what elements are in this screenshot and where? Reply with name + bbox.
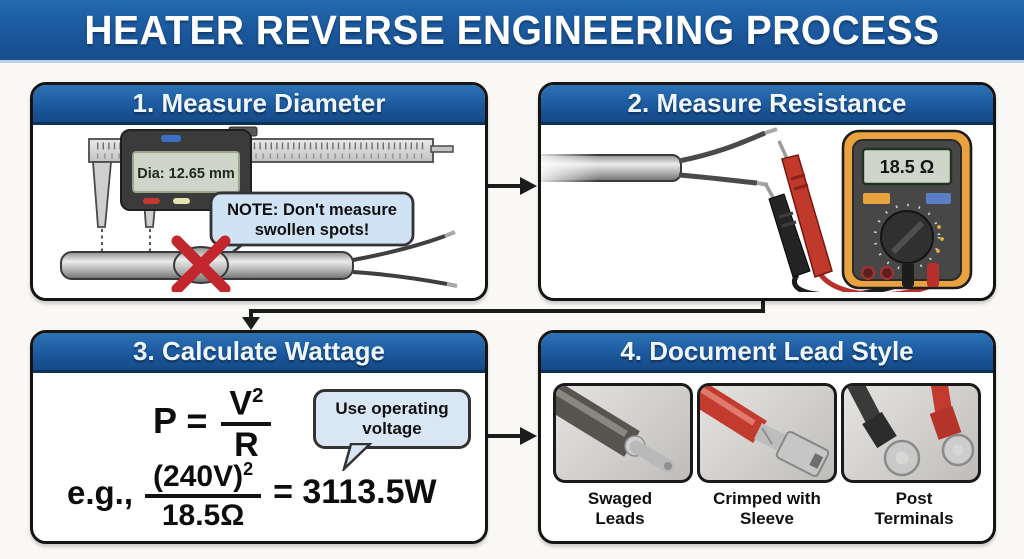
formula-denominator: R [234, 426, 259, 465]
black-test-probe [763, 182, 811, 278]
panel-1-header: 1. Measure Diameter [33, 85, 485, 125]
example-denominator: 18.5Ω [161, 499, 245, 532]
meter-jack [860, 265, 876, 281]
panel-2-header: 2. Measure Resistance [541, 85, 993, 125]
post-terminals-photo [841, 383, 981, 483]
meter-orange-button [863, 193, 890, 204]
panel-measure-diameter: 1. Measure Diameter [30, 82, 488, 301]
example-calculation: e.g., (240V)2 18.5Ω = 3113.5W [67, 454, 437, 531]
resistance-test-illustration: 18.5 Ω [541, 127, 973, 298]
meter-jack [879, 265, 895, 281]
panel-4-header: 4. Document Lead Style [541, 333, 993, 373]
note-tail [342, 443, 372, 471]
note-line-1: NOTE: Don't measure [227, 201, 397, 219]
meter-rotary-dial [873, 203, 944, 271]
label-line: Leads [595, 509, 645, 528]
caliper-display: Dia: 12.65 mm [120, 126, 271, 225]
formula-numerator: V [229, 384, 253, 423]
swaged-lead-illustration [556, 386, 675, 473]
crimped-sleeve-photo [697, 383, 837, 483]
crimped-sleeve-illustration [700, 386, 830, 477]
multimeter-display: 18.5 Ω [880, 157, 934, 177]
label-line: Terminals [874, 509, 954, 528]
operating-voltage-note: Use operating voltage [313, 389, 471, 471]
swaged-lead-photo [553, 383, 693, 483]
heater-rod [541, 127, 778, 187]
caliper-reading: Dia: 12.65 mm [137, 166, 235, 182]
example-result: = 3113.5W [273, 473, 437, 511]
note-bubble: NOTE: Don't measure swollen spots! [200, 191, 415, 278]
example-prefix: e.g., [67, 473, 134, 511]
lead-style-label-swaged: Swaged Leads [553, 489, 687, 529]
panel-3-header: 3. Calculate Wattage [33, 333, 485, 373]
power-formula: P = V2 R [153, 379, 272, 465]
label-line: Post [895, 489, 933, 508]
red-plug [927, 263, 939, 287]
example-numerator: (240V) [153, 460, 244, 493]
header-banner: HEATER REVERSE ENGINEERING PROCESS [0, 0, 1024, 63]
arrow-right-icon [483, 427, 537, 445]
meter-blue-button [926, 193, 951, 204]
label-line: Swaged [587, 489, 653, 508]
lead-style-label-post: Post Terminals [847, 489, 981, 529]
arrow-elbow-down-icon [242, 296, 765, 330]
panel-measure-resistance: 2. Measure Resistance [538, 82, 996, 301]
note-line-2: swollen spots! [255, 221, 370, 239]
multimeter-illustration: 18.5 Ω [841, 129, 973, 290]
black-plug [902, 263, 914, 287]
voltage-note-line-1: Use operating [335, 399, 449, 418]
voltage-note-line-2: voltage [362, 419, 422, 438]
panel-calculate-wattage: 3. Calculate Wattage P = V2 R Use operat… [30, 330, 488, 544]
formula-lhs: P = [153, 399, 208, 441]
label-line: Crimped with [713, 489, 821, 508]
red-x-icon [171, 235, 231, 295]
example-exponent: 2 [243, 459, 254, 479]
label-line: Sleeve [740, 509, 794, 528]
post-terminals-illustration [846, 386, 975, 477]
caliper-illustration: Dia: 12.65 mm NOTE: Don't measure swolle… [60, 126, 458, 295]
formula-exponent: 2 [252, 385, 264, 407]
lead-style-label-crimped: Crimped with Sleeve [700, 489, 834, 529]
page-title: HEATER REVERSE ENGINEERING PROCESS [84, 7, 940, 53]
arrow-right-icon [483, 177, 537, 195]
red-test-probe [777, 140, 833, 278]
panel-document-lead-style: 4. Document Lead Style [538, 330, 996, 544]
